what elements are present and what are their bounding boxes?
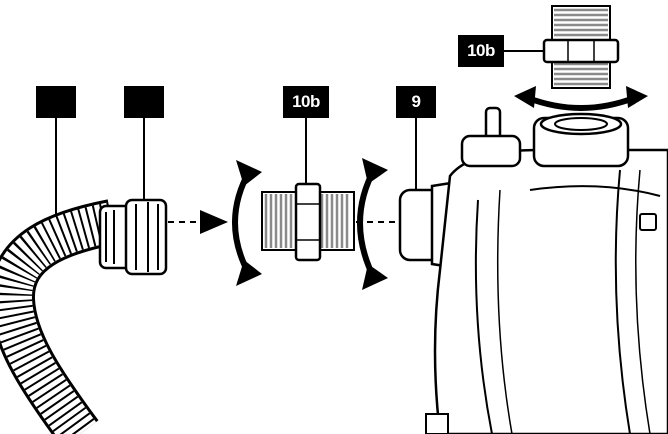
leader-lines [55, 50, 546, 216]
rotate-left-icon [232, 160, 262, 286]
pump-housing [398, 106, 668, 434]
callout-adapter-inlet: 10b [283, 86, 329, 118]
callout-adapter-outlet: 10b [458, 35, 504, 67]
callout-hose-nut [124, 86, 164, 118]
hose-nut [98, 198, 168, 276]
rotate-right-icon [357, 158, 388, 290]
callout-hose [36, 86, 76, 118]
callout-pump-inlet: 9 [396, 86, 436, 118]
adapter-inlet [261, 182, 355, 262]
suction-hose [0, 199, 117, 434]
adapter-outlet [542, 5, 620, 89]
rotate-outlet-icon [514, 86, 648, 111]
insert-arrow-icon [200, 210, 228, 234]
